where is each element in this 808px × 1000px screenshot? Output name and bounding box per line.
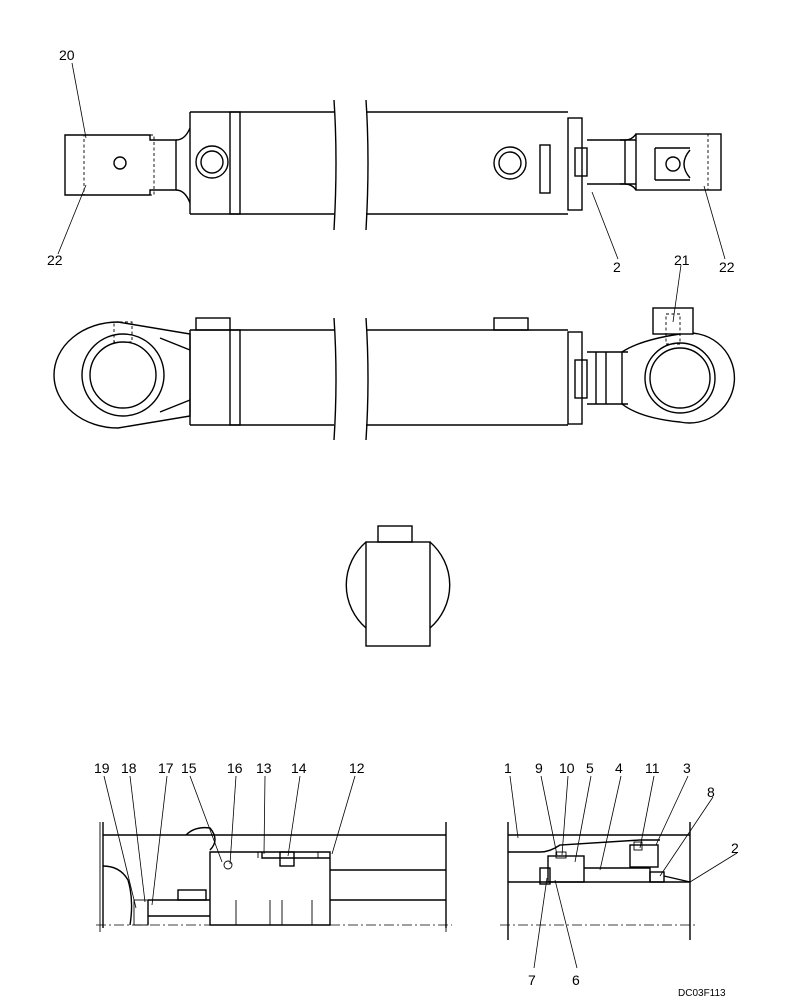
callout-18: 18	[121, 760, 137, 776]
leader-19	[103, 775, 137, 909]
leader-3	[655, 775, 689, 846]
callout-4: 4	[615, 760, 623, 776]
leader-22-left	[57, 184, 87, 255]
side-barrel-left	[189, 317, 334, 426]
head-clevis-left	[64, 127, 191, 204]
callout-3: 3	[683, 760, 691, 776]
callout-13: 13	[256, 760, 272, 776]
top-view: 20 22 2 22	[47, 47, 735, 275]
leader-8	[659, 796, 714, 877]
break-line	[333, 99, 337, 231]
leader-11	[639, 775, 655, 849]
leader-13	[263, 775, 266, 855]
callout-8: 8	[707, 784, 715, 800]
callout-12: 12	[349, 760, 365, 776]
callout-7: 7	[528, 972, 536, 988]
side-view: 21	[53, 252, 736, 441]
callout-2: 2	[731, 840, 739, 856]
side-barrel-right	[366, 317, 588, 426]
callout-10: 10	[559, 760, 575, 776]
callout-21: 21	[674, 252, 690, 268]
leader-7	[533, 877, 548, 969]
callout-6: 6	[572, 972, 580, 988]
callout-11: 11	[645, 760, 660, 776]
leader-5	[574, 775, 592, 863]
leader-17	[151, 775, 168, 906]
leader-18	[129, 775, 146, 903]
leader-12	[331, 775, 356, 855]
callout-22: 22	[719, 259, 735, 275]
leader-1	[509, 775, 519, 839]
break-line	[333, 317, 337, 441]
end-view	[345, 525, 451, 647]
leader-14	[287, 775, 301, 857]
callout-15: 15	[181, 760, 197, 776]
leader-6	[554, 879, 578, 969]
leader-21	[672, 264, 682, 323]
callout-17: 17	[158, 760, 174, 776]
leader-9	[540, 775, 558, 856]
break-line	[365, 99, 369, 231]
callout-20: 20	[59, 47, 75, 63]
leader-2-section	[689, 852, 738, 883]
head-eye-left	[53, 321, 191, 429]
barrel-right	[366, 111, 588, 215]
callout-14: 14	[291, 760, 307, 776]
leader-2-top	[591, 191, 619, 260]
callout-19: 19	[94, 760, 110, 776]
leader-16	[229, 775, 237, 865]
section-view: 19 18 17 15 16 13 14 12 1 9 10 5 4 11 3 …	[94, 760, 739, 988]
break-line	[365, 317, 369, 441]
leader-10	[561, 775, 569, 856]
callout-2: 2	[613, 259, 621, 275]
callout-22: 22	[47, 252, 63, 268]
rod-eye-right	[587, 307, 736, 424]
leader-20	[71, 62, 87, 139]
callout-9: 9	[535, 760, 543, 776]
callout-1: 1	[504, 760, 512, 776]
leader-22-right	[703, 185, 726, 260]
leader-4	[599, 775, 622, 871]
barrel-left	[189, 111, 334, 215]
leader-15	[189, 775, 223, 863]
rod-end-right	[587, 133, 722, 191]
callout-5: 5	[586, 760, 594, 776]
drawing-reference: DC03F113	[678, 988, 726, 999]
callout-16: 16	[227, 760, 243, 776]
